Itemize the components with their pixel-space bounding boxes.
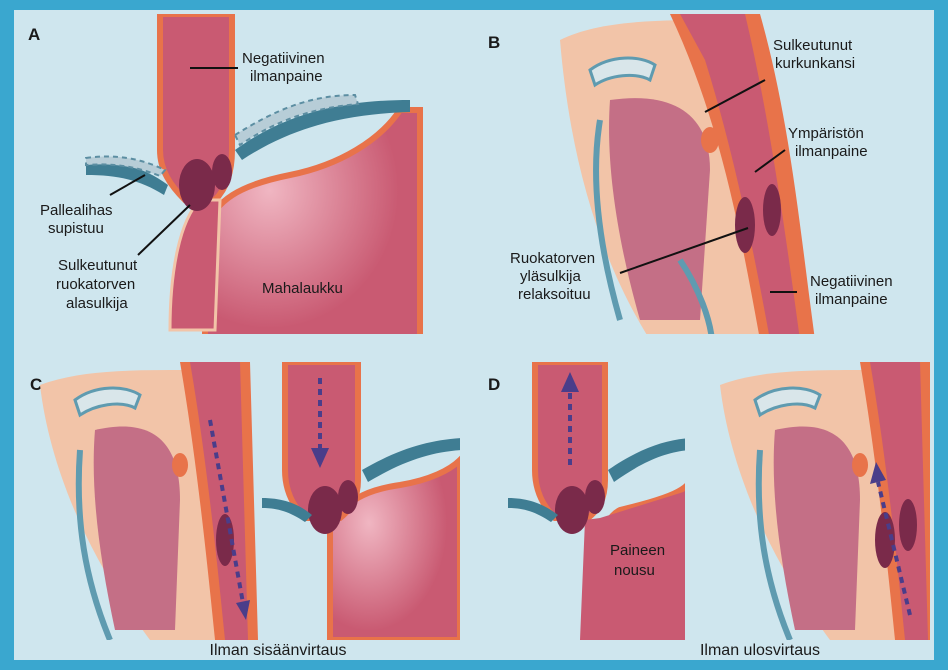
label-stomach: Mahalaukku <box>262 280 343 297</box>
caption-air-inflow: Ilman sisäänvirtaus <box>210 642 347 659</box>
panel-d-letter: D <box>488 375 500 394</box>
upper-sphincter-b <box>735 197 755 253</box>
label-closed-epiglottis: Sulkeutunut kurkunkansi <box>773 37 856 72</box>
label-negative-pressure-a: Negatiivinen ilmanpaine <box>242 50 329 85</box>
panel-a-letter: A <box>28 25 40 44</box>
panel-b-letter: B <box>488 33 500 52</box>
label-ambient-pressure: Ympäristön ilmanpaine <box>788 125 868 160</box>
lower-sphincter <box>179 159 215 211</box>
panel-c-letter: C <box>30 375 42 394</box>
caption-air-outflow: Ilman ulosvirtaus <box>700 642 820 659</box>
label-negative-pressure-b: Negatiivinen ilmanpaine <box>810 273 897 308</box>
